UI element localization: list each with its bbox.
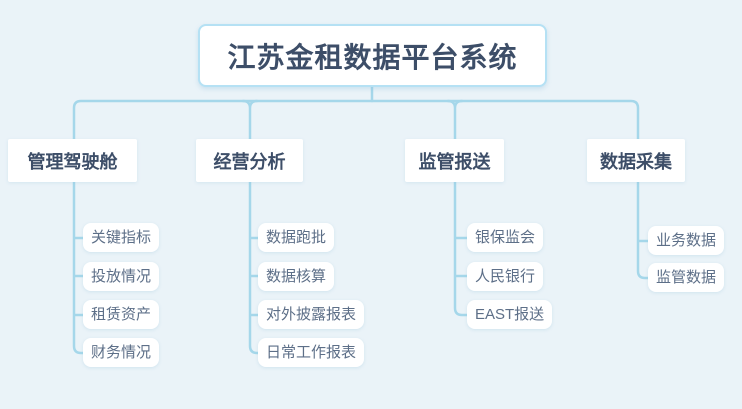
top-rail-line xyxy=(72,99,640,141)
branch-node-label: 经营分析 xyxy=(213,151,286,172)
leaf-node-daily-work-reports[interactable]: 日常工作报表 xyxy=(258,338,365,367)
branch-node-business-analysis[interactable]: 经营分析 xyxy=(196,139,303,182)
root-node[interactable]: 江苏金租数据平台系统 xyxy=(198,24,547,87)
branch3-drop-line xyxy=(446,99,464,141)
leaf-node-external-disclosure-reports[interactable]: 对外披露报表 xyxy=(258,300,365,329)
branch2-subtree-lines xyxy=(248,180,264,355)
branch2-drop-line xyxy=(241,99,259,141)
leaf-node-cbirc[interactable]: 银保监会 xyxy=(467,223,544,252)
leaf-node-regulatory-data[interactable]: 监管数据 xyxy=(648,263,725,292)
leaf-node-east-reporting[interactable]: EAST报送 xyxy=(467,300,553,329)
leaf-node-data-accounting[interactable]: 数据核算 xyxy=(258,262,335,291)
branch-node-label: 管理驾驶舱 xyxy=(27,151,118,172)
leaf-node-business-data[interactable]: 业务数据 xyxy=(648,226,725,255)
leaf-node-pboc[interactable]: 人民银行 xyxy=(467,262,544,291)
branch-node-label: 数据采集 xyxy=(600,151,672,172)
branch1-subtree-lines xyxy=(72,180,89,355)
branch-node-label: 监管报送 xyxy=(418,151,491,172)
branch-node-regulatory-reporting[interactable]: 监管报送 xyxy=(405,139,504,182)
leaf-node-leasing-assets[interactable]: 租赁资产 xyxy=(83,300,160,329)
root-node-label: 江苏金租数据平台系统 xyxy=(227,41,518,73)
leaf-node-financial-status[interactable]: 财务情况 xyxy=(83,338,160,367)
branch-node-data-collection[interactable]: 数据采集 xyxy=(587,139,685,182)
leaf-node-key-indicators[interactable]: 关键指标 xyxy=(83,223,160,252)
branch-node-management-cockpit[interactable]: 管理驾驶舱 xyxy=(8,139,137,182)
leaf-node-data-batch[interactable]: 数据跑批 xyxy=(258,223,335,252)
leaf-node-lending-status[interactable]: 投放情况 xyxy=(83,262,160,291)
